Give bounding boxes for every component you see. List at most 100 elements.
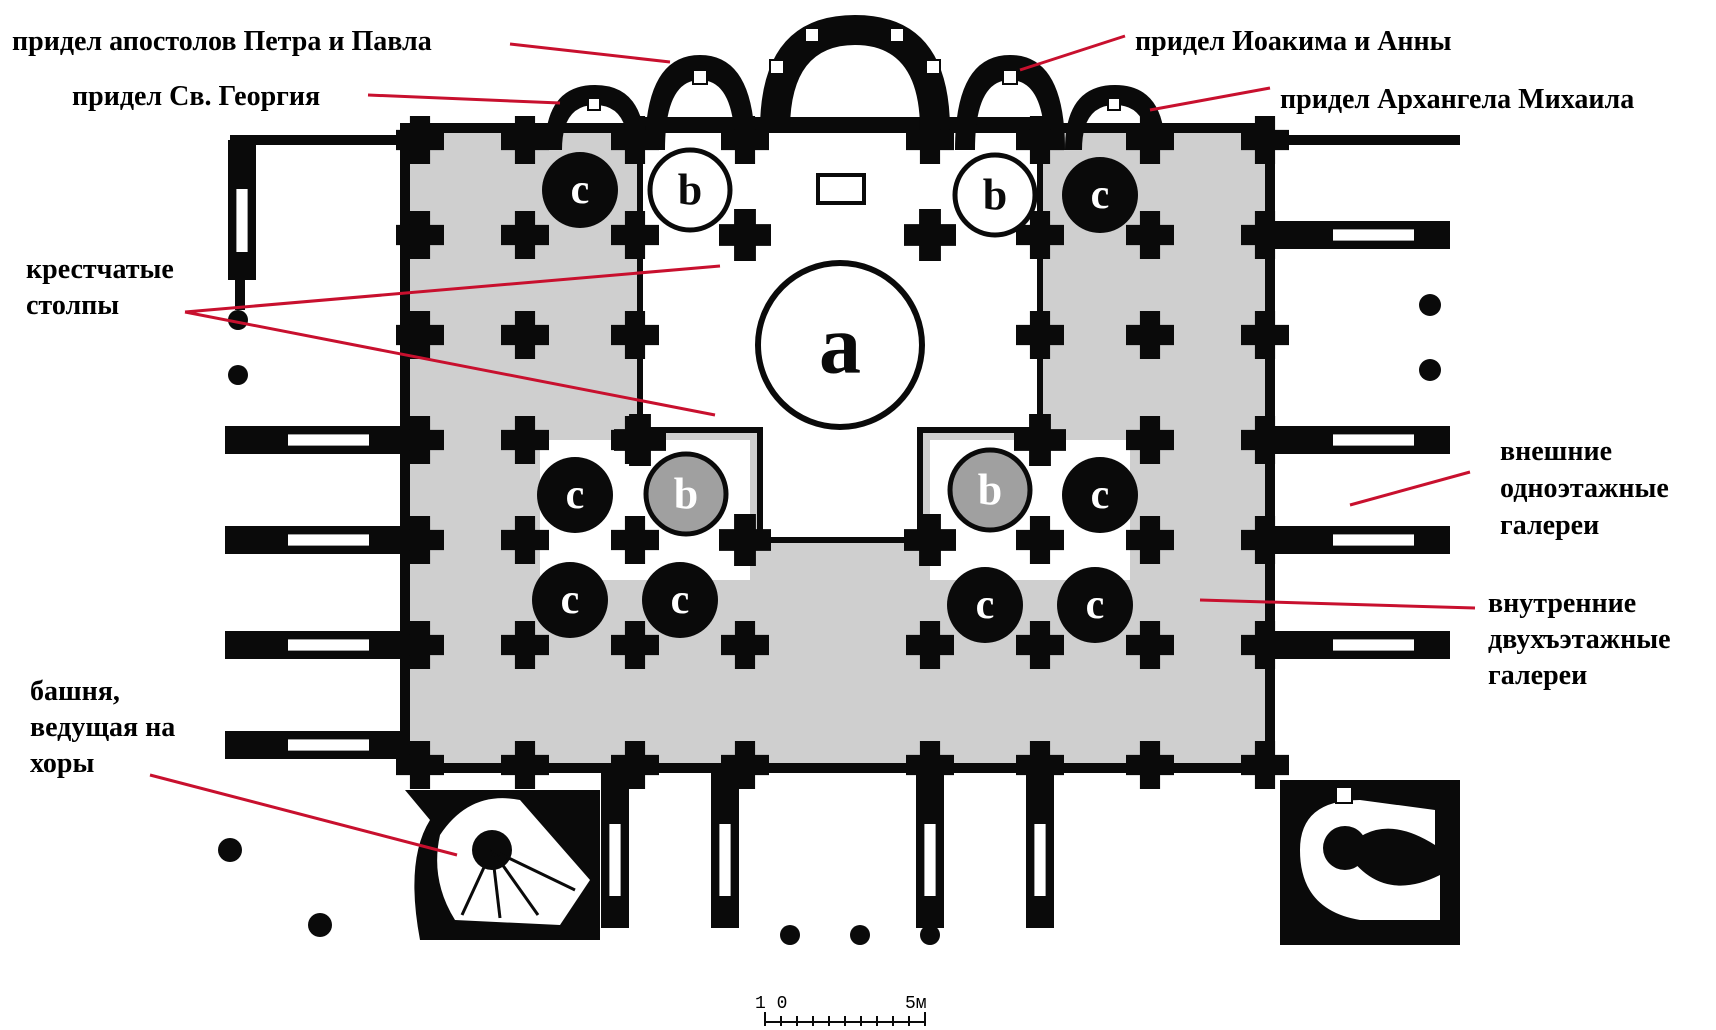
cross-pillar	[906, 621, 954, 669]
marker-b-ne: b	[952, 152, 1038, 238]
marker-c-label: c	[1091, 472, 1110, 518]
label-outer-galleries-line2: одноэтажные	[1500, 473, 1669, 504]
cross-pillar	[1241, 741, 1289, 789]
cross-pillar	[611, 116, 659, 164]
marker-b-se: b	[947, 447, 1033, 533]
label-inner-galleries-line3: галереи	[1488, 660, 1587, 691]
cross-pillar	[611, 311, 659, 359]
pier-opening	[609, 824, 621, 896]
cross-pillar	[904, 209, 956, 261]
marker-c	[532, 562, 608, 638]
cross-pillar	[396, 311, 444, 359]
cross-pillar	[906, 741, 954, 789]
marker-c	[1057, 567, 1133, 643]
cross-pillar	[1241, 516, 1289, 564]
cross-pillar	[611, 516, 659, 564]
label-outer-galleries-line3: галереи	[1500, 510, 1599, 541]
cross-pillars	[396, 116, 1289, 789]
cross-pillar	[1126, 211, 1174, 259]
stair-tower-right	[1280, 780, 1460, 945]
label-chapel-joachim-anna: придел Иоакима и Анны	[1135, 26, 1452, 57]
cross-pillar	[1126, 416, 1174, 464]
cross-pillar	[1016, 516, 1064, 564]
label-cross-pillars-line1: крестчатые	[26, 254, 174, 285]
cross-pillar	[904, 514, 956, 566]
marker-b-label: b	[674, 470, 698, 519]
cross-pillar	[501, 621, 549, 669]
cross-pillar	[501, 516, 549, 564]
pier-opening	[288, 639, 369, 651]
cross-pillar	[721, 741, 769, 789]
marker-c-label: c	[571, 167, 590, 213]
cross-pillar	[396, 741, 444, 789]
label-tower-line1: башня,	[30, 676, 120, 707]
marker-c-label: c	[976, 582, 995, 628]
cross-pillar	[1016, 741, 1064, 789]
marker-c-label: c	[566, 472, 585, 518]
cross-pillar	[1126, 516, 1174, 564]
marker-b-label: b	[978, 466, 1002, 515]
marker-c	[542, 152, 618, 228]
cross-pillar	[396, 416, 444, 464]
marker-c	[947, 567, 1023, 643]
pier-opening	[236, 189, 248, 252]
marker-c-label: c	[1086, 582, 1105, 628]
scale-bar: 1 0 5м	[755, 994, 927, 1026]
cross-pillar	[501, 116, 549, 164]
stair-tower-left	[405, 790, 600, 940]
marker-b-label: b	[678, 166, 702, 215]
cross-pillar	[906, 116, 954, 164]
pier-opening	[1333, 434, 1414, 446]
pier-opening	[1333, 229, 1414, 241]
cross-pillar	[721, 116, 769, 164]
cross-pillar	[1126, 741, 1174, 789]
pier-opening	[924, 824, 936, 896]
labels: придел апостолов Петра и Павла придел Св…	[12, 26, 1671, 779]
cross-pillar	[721, 621, 769, 669]
cross-pillar	[501, 311, 549, 359]
scale-bar-end: 5м	[905, 994, 927, 1014]
label-chapel-george: придел Св. Георгия	[72, 81, 320, 112]
cross-pillar	[396, 516, 444, 564]
cross-pillar	[1241, 621, 1289, 669]
outer-gallery-piers	[225, 140, 1450, 928]
marker-c-label: c	[561, 577, 580, 623]
cross-pillar	[611, 621, 659, 669]
cross-pillar	[611, 741, 659, 789]
cross-pillar	[1126, 621, 1174, 669]
label-chapel-peter-paul: придел апостолов Петра и Павла	[12, 26, 432, 57]
apses	[545, 15, 1165, 150]
cross-pillar	[501, 741, 549, 789]
marker-a: a	[755, 260, 925, 430]
marker-c-label: c	[671, 577, 690, 623]
pier-opening	[288, 739, 369, 751]
cross-pillar	[719, 209, 771, 261]
cross-pillar	[1016, 621, 1064, 669]
marker-b-nw: b	[647, 147, 733, 233]
label-chapel-archangel-michael: придел Архангела Михаила	[1280, 84, 1634, 115]
label-tower-line3: хоры	[30, 748, 95, 779]
cross-pillar	[396, 116, 444, 164]
scale-bar-start: 1 0	[755, 994, 787, 1014]
cross-pillar	[501, 416, 549, 464]
cross-pillar	[1016, 116, 1064, 164]
marker-b-label: b	[983, 171, 1007, 220]
marker-c	[1062, 457, 1138, 533]
pier-opening	[288, 434, 369, 446]
pier-opening	[288, 534, 369, 546]
cross-pillar	[719, 514, 771, 566]
pier-opening	[1333, 534, 1414, 546]
cross-pillar	[1014, 414, 1066, 466]
marker-c-label: c	[1091, 172, 1110, 218]
marker-c-group: c c c c c c c c	[532, 152, 1138, 643]
pier-opening	[719, 824, 731, 896]
cross-pillar	[614, 414, 666, 466]
cross-pillar	[1126, 311, 1174, 359]
marker-c	[642, 562, 718, 638]
cross-pillar	[1016, 211, 1064, 259]
cross-pillar	[1126, 116, 1174, 164]
marker-c	[1062, 157, 1138, 233]
cross-pillar	[611, 211, 659, 259]
cross-pillar	[1241, 116, 1289, 164]
